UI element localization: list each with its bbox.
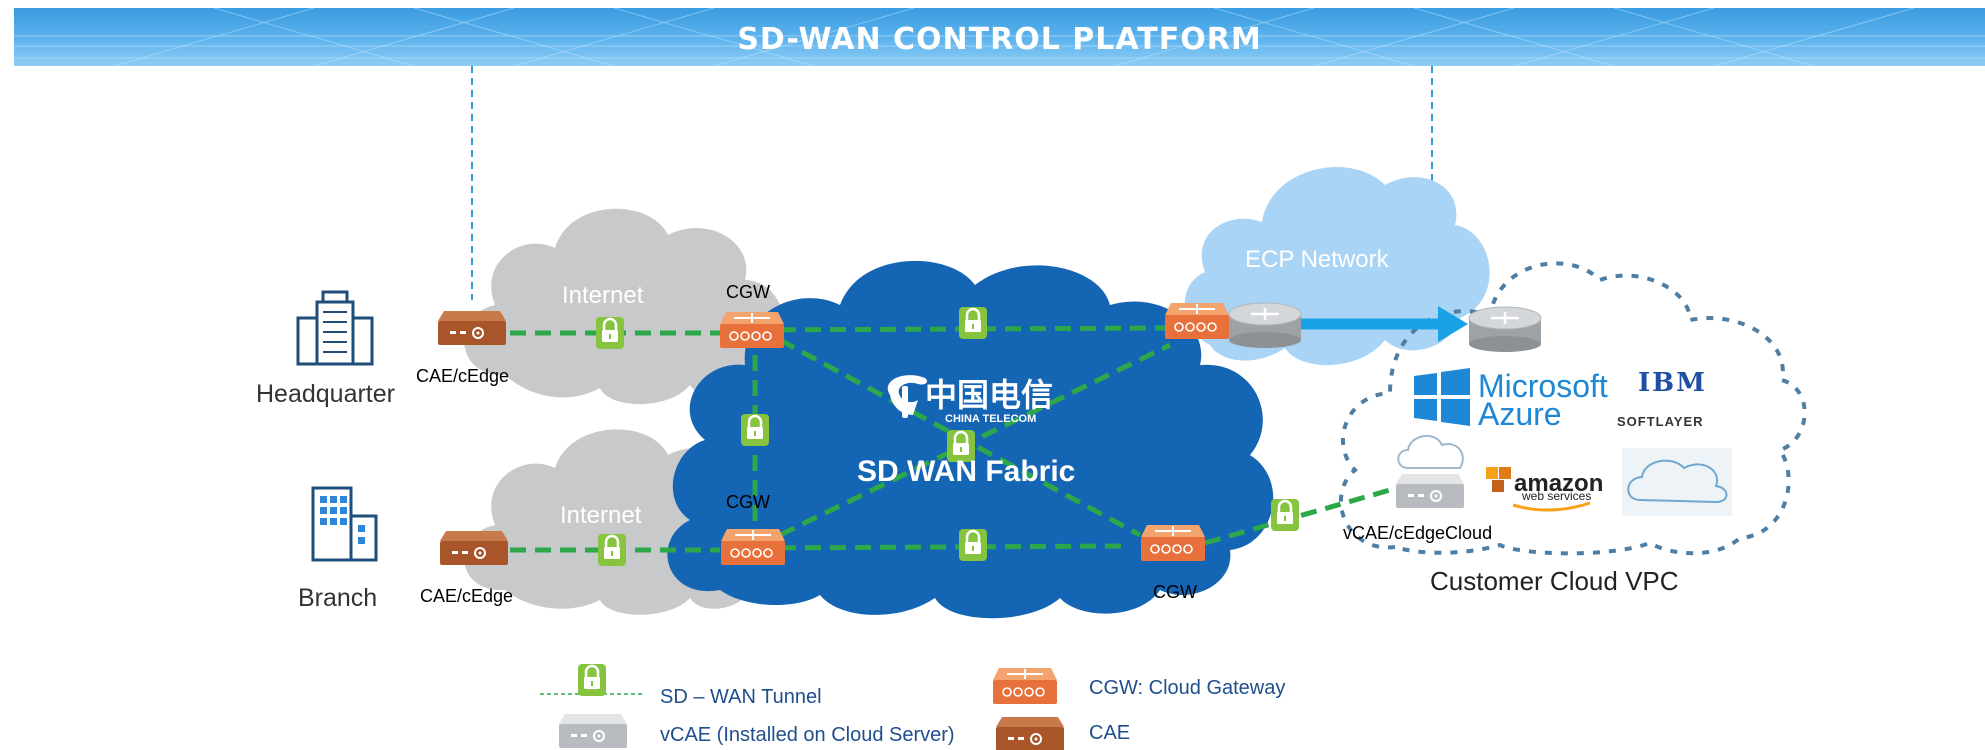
sd-wan-fabric-label: SD WAN Fabric (857, 455, 1076, 488)
lock-icon (1269, 497, 1301, 533)
vmware-cloud-icon (1622, 448, 1732, 516)
customer-vpc-boundary (1338, 261, 1807, 556)
lock-icon (957, 527, 989, 563)
headquarter-label: Headquarter (256, 380, 395, 408)
cgw-right-top-device (1164, 302, 1230, 340)
legend-cae-label: CAE (1089, 722, 1131, 744)
legend-cae-icon (995, 716, 1065, 750)
amazon-label: amazon (1514, 470, 1604, 497)
amazon-sub-label: web services (1522, 489, 1592, 503)
customer-cloud-vpc-label: Customer Cloud VPC (1430, 566, 1679, 596)
internet-cloud-top-label: Internet (562, 282, 644, 309)
softlayer-label: SOFTLAYER (1617, 414, 1704, 429)
router-icon (1467, 305, 1543, 354)
azure-label: Azure (1478, 396, 1562, 432)
internet-cloud-top (464, 208, 784, 405)
ecp-network-label: ECP Network (1245, 246, 1389, 273)
legend-cgw-label: CGW: Cloud Gateway (1089, 677, 1286, 699)
cgw-bottom-device (1140, 524, 1206, 562)
microsoft-label: Microsoft (1478, 368, 1608, 404)
cgw-top-device (719, 311, 785, 349)
legend-vcae-label: vCAE (Installed on Cloud Server) (660, 724, 955, 746)
lock-icon (594, 315, 626, 351)
legend-tunnel-icon (540, 662, 642, 698)
banner-title: SD-WAN CONTROL PLATFORM (737, 22, 1262, 57)
banner-grid-decoration (14, 8, 1985, 66)
legend-tunnel-label: SD – WAN Tunnel (660, 686, 822, 708)
branch-label: Branch (298, 584, 378, 612)
china-telecom-english: CHINA TELECOM (945, 413, 1037, 425)
cgw-bottom-label: CGW (1153, 582, 1197, 602)
vcae-label: vCAE/cEdgeCloud (1343, 523, 1493, 543)
legend-vcae-icon (558, 713, 628, 749)
china-telecom-logo-icon (887, 375, 928, 418)
china-telecom-chinese: 中国电信 (925, 376, 1054, 414)
cgw-mid-label: CGW (726, 492, 770, 512)
cgw-top-label: CGW (726, 282, 770, 302)
internet-cloud-bottom-label: Internet (560, 502, 642, 529)
lock-icon (596, 532, 628, 568)
branch-building-icon (311, 486, 378, 562)
lock-icon (739, 412, 771, 448)
ibm-label: IBM (1638, 368, 1707, 398)
vcae-device (1395, 473, 1465, 509)
headquarter-building-icon (296, 290, 374, 366)
lock-icon (957, 305, 989, 341)
cloud-server-icon (1397, 435, 1464, 469)
amazon-logo-icon (1486, 467, 1591, 512)
legend-cgw-icon (992, 667, 1058, 705)
windows-logo-icon (1414, 368, 1470, 426)
router-icon (1227, 301, 1303, 350)
cae-hq-device (437, 310, 507, 346)
control-platform-banner: SD-WAN CONTROL PLATFORM (14, 8, 1985, 66)
cae-branch-label: CAE/cEdge (420, 586, 514, 606)
cgw-mid-device (720, 528, 786, 566)
cae-branch-device (439, 530, 509, 566)
cae-hq-label: CAE/cEdge (416, 366, 510, 386)
